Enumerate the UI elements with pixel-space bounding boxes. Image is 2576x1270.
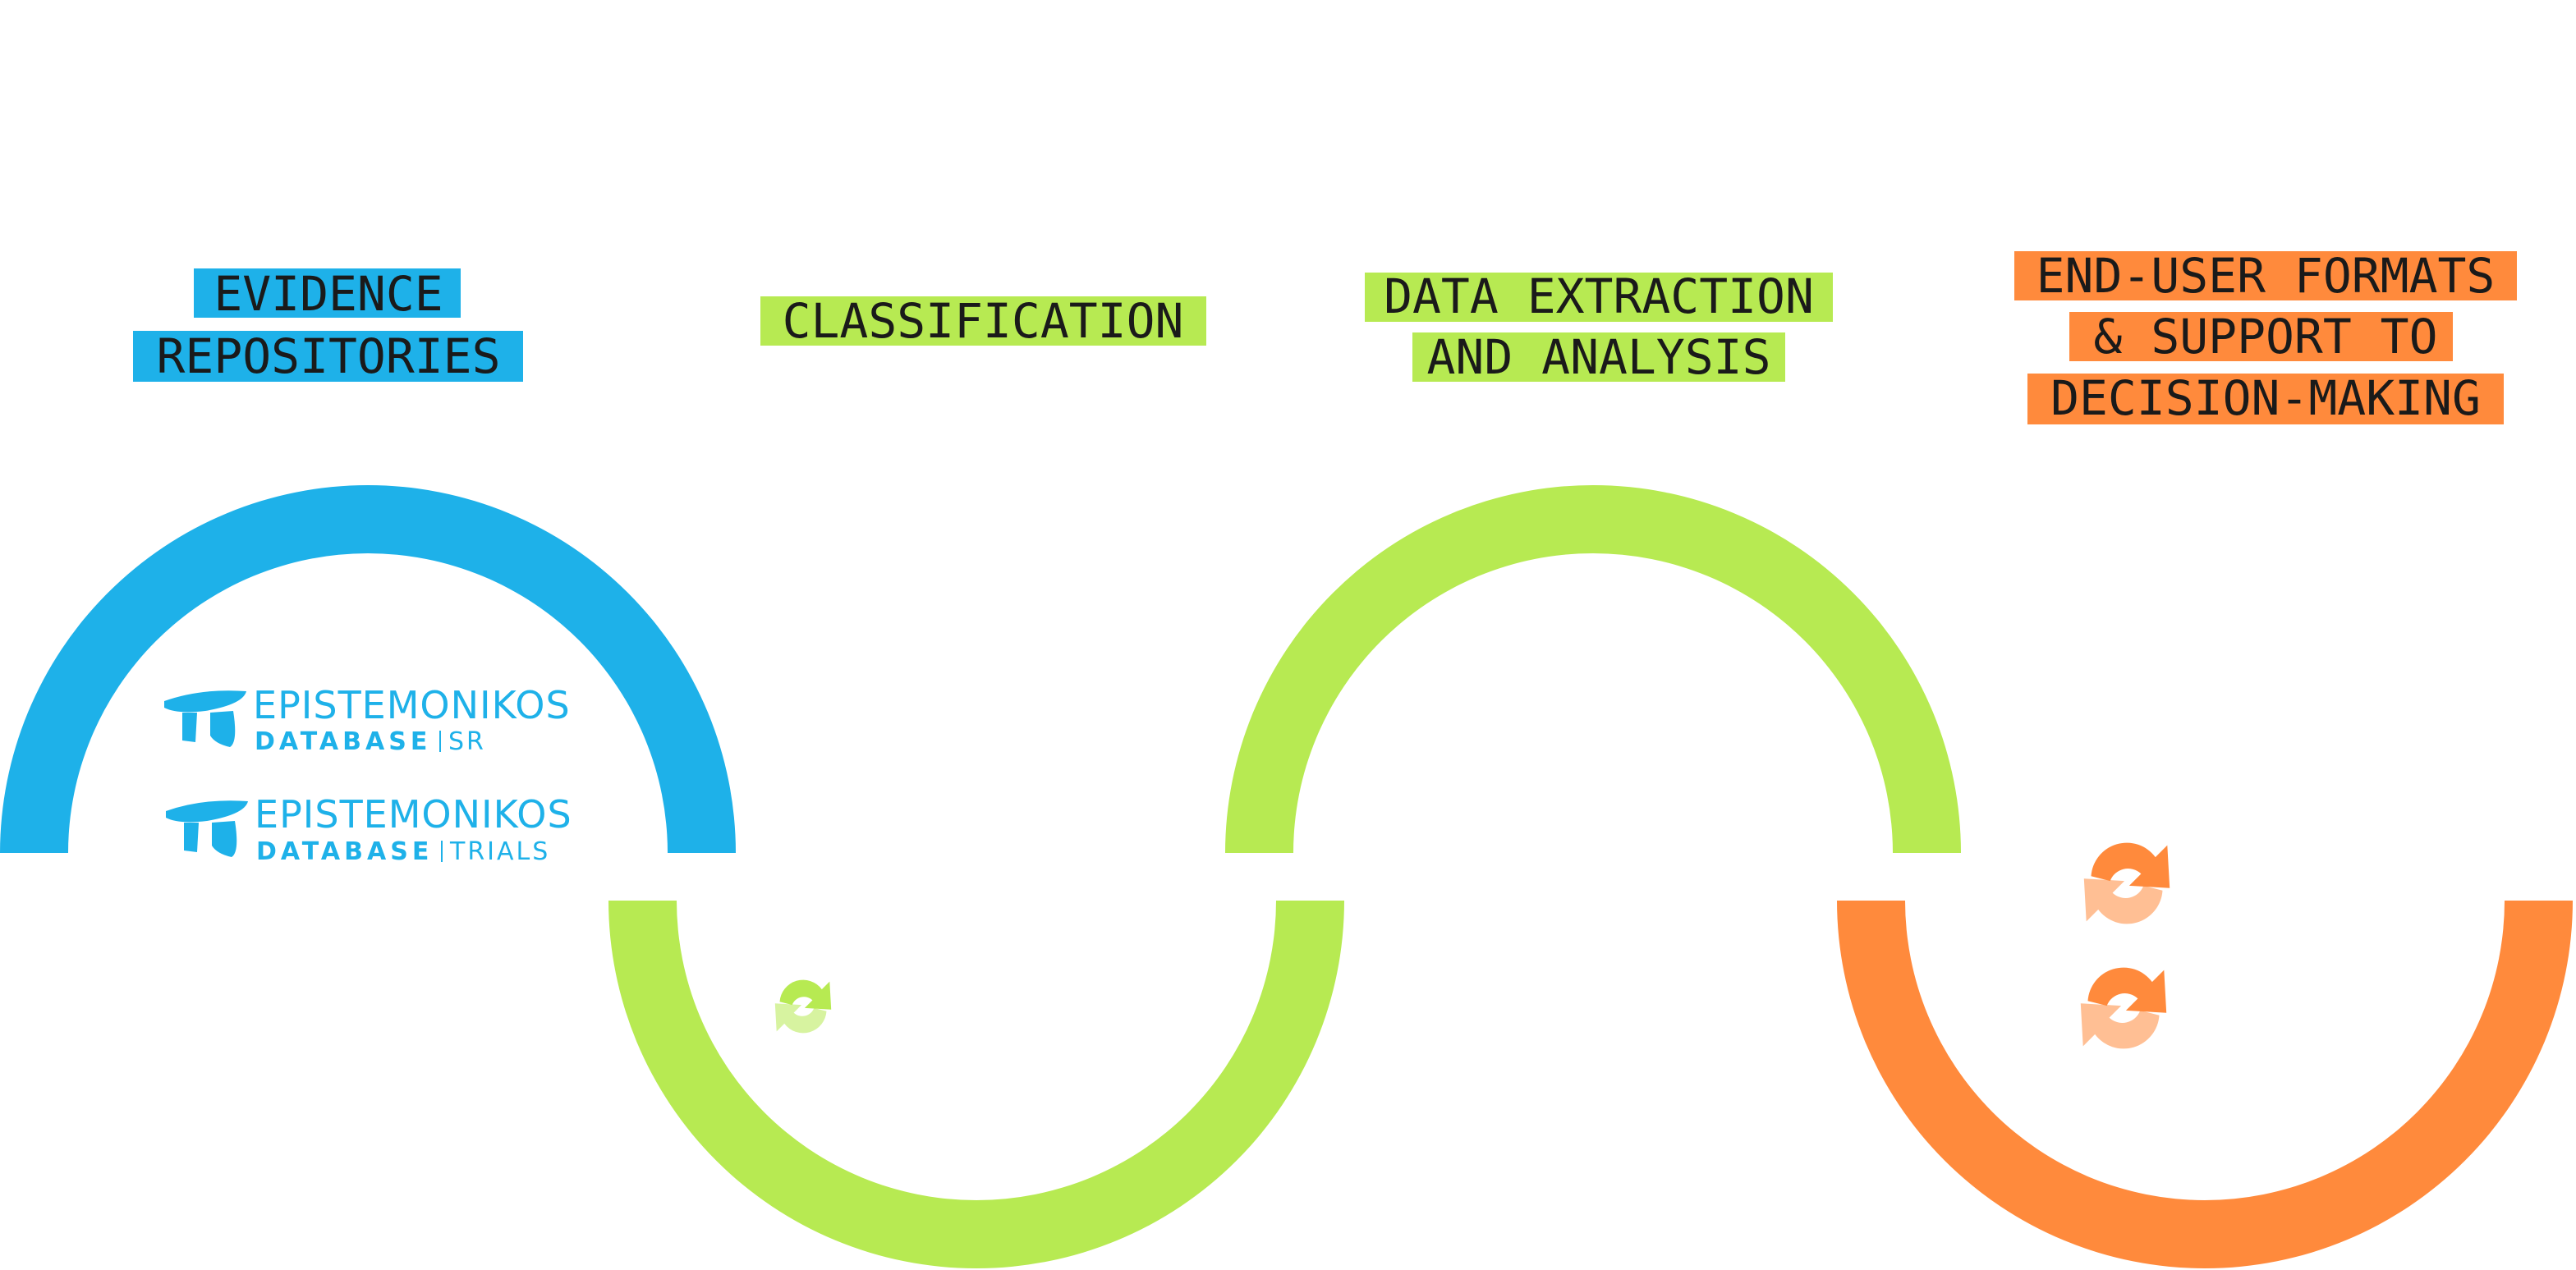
logo-sub: TRIALS bbox=[449, 837, 550, 866]
evidence-arc bbox=[0, 485, 736, 853]
end-user-arc bbox=[1837, 901, 2573, 1268]
end-user-label-line-3: DECISION-MAKING bbox=[2050, 370, 2481, 426]
evidence-label: EVIDENCE REPOSITORIES bbox=[133, 266, 523, 384]
logo-name: EPISTEMONIKOS bbox=[253, 683, 571, 727]
logo-name: EPISTEMONIKOS bbox=[255, 792, 572, 837]
evidence-label-line-2: REPOSITORIES bbox=[156, 328, 500, 384]
classification-label: CLASSIFICATION bbox=[760, 293, 1206, 349]
extraction-label-line-2: AND ANALYSIS bbox=[1426, 329, 1770, 385]
classification-label-line-1: CLASSIFICATION bbox=[783, 293, 1184, 349]
extraction-label: DATA EXTRACTION AND ANALYSIS bbox=[1365, 268, 1833, 385]
end-user-label-line-2: & SUPPORT TO bbox=[2093, 309, 2437, 364]
end-user-label-line-1: END-USER FORMATS bbox=[2036, 248, 2496, 304]
logo-sub-bold: DATABASE bbox=[255, 727, 431, 756]
dolmen-icon bbox=[164, 690, 246, 747]
end-user-label: END-USER FORMATS & SUPPORT TO DECISION-M… bbox=[2014, 248, 2517, 426]
classification-arc bbox=[608, 901, 1344, 1268]
logo-sub: SR bbox=[448, 727, 486, 756]
refresh-icon-orange-2 bbox=[2080, 967, 2167, 1049]
extraction-arc bbox=[1225, 485, 1961, 853]
epistemonikos-sr-logo: EPISTEMONIKOS DATABASE SR bbox=[164, 683, 571, 756]
dolmen-icon bbox=[166, 800, 248, 857]
refresh-icon-green bbox=[774, 979, 832, 1034]
logo-sub-bold: DATABASE bbox=[256, 837, 433, 866]
epistemonikos-trials-logo: EPISTEMONIKOS DATABASE TRIALS bbox=[166, 792, 572, 866]
extraction-label-line-1: DATA EXTRACTION bbox=[1384, 268, 1814, 324]
evidence-label-line-1: EVIDENCE bbox=[214, 266, 443, 322]
refresh-icon-orange-1 bbox=[2083, 842, 2170, 924]
